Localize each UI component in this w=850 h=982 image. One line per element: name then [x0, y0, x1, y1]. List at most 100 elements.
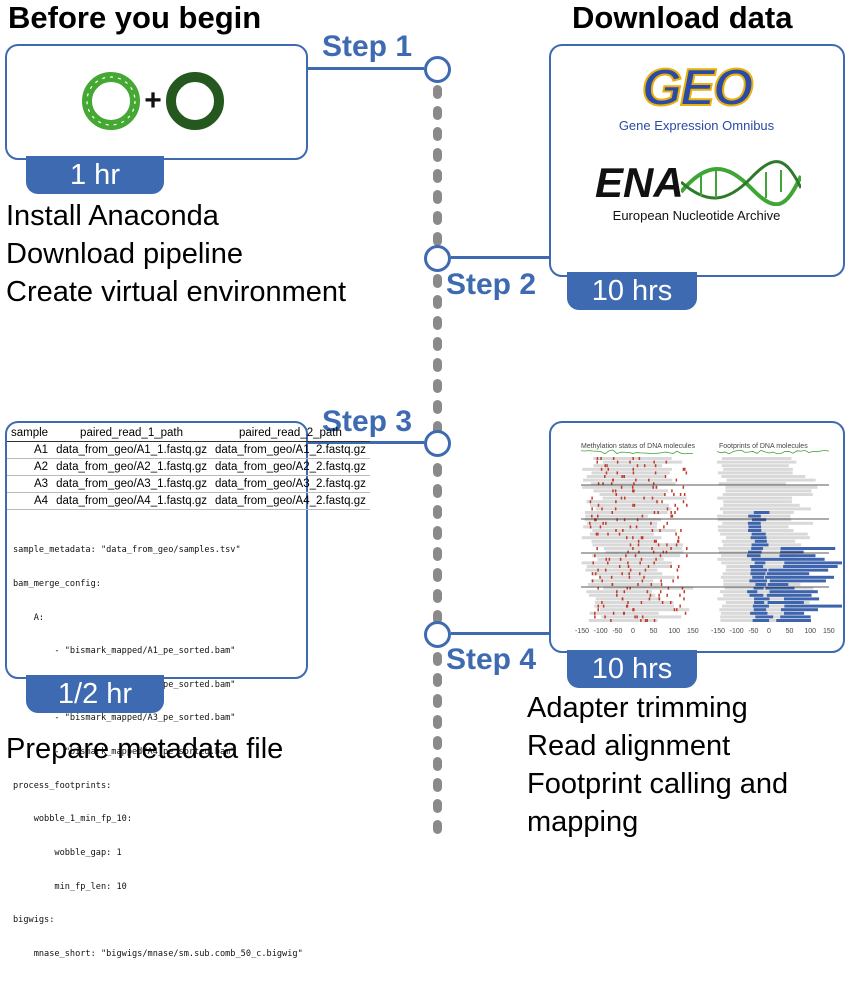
methylation-mark — [616, 590, 618, 594]
step-1-label: Step 1 — [322, 30, 413, 63]
table-cell: A3 — [7, 475, 53, 493]
config-line: - "bismark_mapped/A4_pe_sorted.bam" — [13, 747, 236, 758]
task-install-anaconda: Install Anaconda — [6, 200, 219, 232]
ena-logo: ENA European Nucleotide Archive — [551, 158, 842, 223]
methylation-mark — [666, 521, 668, 525]
molecule-row — [718, 482, 786, 486]
methylation-mark — [650, 521, 652, 525]
methylation-mark — [612, 611, 615, 615]
methylation-mark — [635, 525, 638, 529]
methylation-mark — [683, 590, 686, 594]
methylation-mark — [621, 572, 623, 576]
methylation-mark — [675, 543, 678, 547]
table-cell: A1 — [7, 441, 53, 459]
methylation-mark — [627, 550, 629, 554]
methylation-mark — [673, 493, 675, 496]
molecule-row — [725, 489, 812, 493]
methylation-mark — [637, 583, 639, 586]
methylation-mark — [623, 475, 625, 478]
methylation-mark — [650, 583, 653, 586]
timeline-dot — [433, 400, 442, 414]
footprint-plot — [580, 449, 842, 623]
footprint-block — [765, 557, 825, 561]
methylation-mark — [640, 601, 643, 604]
methylation-mark — [640, 557, 643, 561]
footprint-block — [751, 543, 769, 547]
footprint-block — [753, 511, 770, 514]
methylation-mark — [677, 575, 679, 579]
methylation-mark — [653, 561, 655, 565]
config-line: A: — [13, 612, 45, 623]
molecule-row — [721, 457, 792, 460]
step-1-card: + — [5, 44, 308, 160]
methylation-mark — [641, 514, 644, 518]
config-line: min_fp_len: 10 — [13, 881, 127, 892]
x-tick-label: 0 — [767, 628, 771, 635]
methylation-mark — [676, 568, 679, 572]
task-read-alignment: Read alignment — [527, 730, 731, 762]
methylation-mark — [595, 518, 597, 522]
step-1-tasks: Install Anaconda Download pipeline Creat… — [6, 197, 346, 311]
methylation-mark — [676, 507, 679, 511]
methylation-mark — [599, 575, 601, 579]
table-cell: data_from_geo/A2_2.fastq.gz — [210, 458, 370, 476]
timeline-dot — [433, 757, 442, 771]
methylation-mark — [626, 604, 628, 608]
methylation-mark — [636, 464, 639, 468]
footprint-block — [750, 572, 766, 576]
methylation-mark — [647, 565, 650, 568]
methylation-mark — [594, 518, 596, 522]
methylation-mark — [605, 557, 608, 561]
footprint-block — [751, 532, 766, 536]
methylation-mark — [597, 586, 599, 590]
molecule-row — [721, 464, 789, 468]
methylation-mark — [616, 593, 618, 597]
footprint-block — [748, 525, 762, 529]
timeline-dot — [433, 484, 442, 498]
footprint-block — [768, 568, 829, 572]
methylation-mark — [629, 543, 632, 547]
methylation-mark — [597, 503, 600, 507]
molecule-row — [725, 536, 810, 540]
footprint-block — [753, 586, 764, 590]
methylation-mark — [667, 586, 670, 590]
methylation-mark — [676, 608, 678, 612]
molecule-row — [592, 543, 684, 547]
footprint-block — [780, 615, 811, 619]
molecule-row — [723, 503, 800, 507]
timeline-node-step-1 — [424, 56, 451, 83]
methylation-mark — [633, 608, 635, 612]
molecule-row — [721, 475, 806, 478]
footprint-block — [783, 565, 838, 568]
methylation-mark — [604, 464, 606, 468]
methylation-mark — [680, 529, 682, 532]
methylation-mark — [606, 464, 608, 468]
methylation-mark — [662, 550, 665, 554]
molecule-row — [586, 590, 652, 594]
table-cell: A4 — [7, 492, 53, 510]
methylation-mark — [591, 572, 594, 576]
methylation-mark — [646, 619, 648, 622]
methylation-mark — [634, 615, 636, 619]
methylation-mark — [674, 511, 676, 514]
timeline-dot — [433, 799, 442, 813]
methylation-mark — [607, 467, 610, 471]
methylation-mark — [648, 478, 650, 482]
methylation-mark — [589, 525, 592, 529]
methylation-mark — [677, 565, 680, 568]
footprint-block — [783, 611, 805, 615]
table-cell: data_from_geo/A3_1.fastq.gz — [52, 475, 211, 493]
table-row: A2 data_from_geo/A2_1.fastq.gz data_from… — [7, 458, 370, 476]
molecule-row — [717, 460, 797, 464]
methylation-mark — [600, 457, 602, 460]
methylation-mark — [670, 511, 672, 514]
methylation-mark — [686, 547, 688, 550]
timeline-dot — [433, 568, 442, 582]
table-cell: data_from_geo/A4_2.fastq.gz — [210, 492, 370, 510]
methylation-mark — [685, 471, 688, 475]
molecule-row — [602, 460, 683, 464]
methylation-mark — [652, 485, 654, 489]
methylation-mark — [604, 475, 606, 478]
timeline-dot — [433, 337, 442, 351]
methylation-mark — [594, 615, 596, 619]
